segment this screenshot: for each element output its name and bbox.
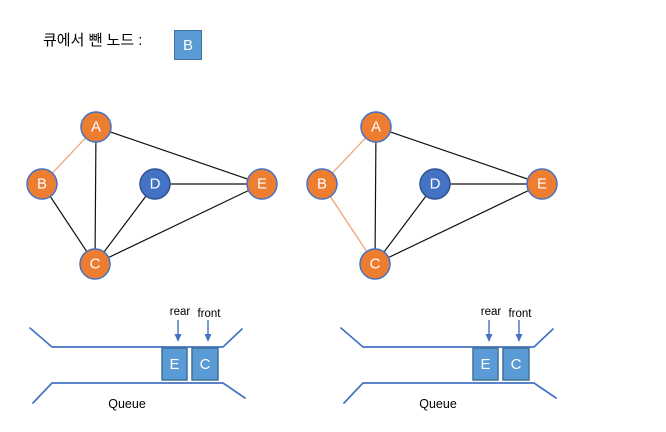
front-arrow-head-icon [515, 334, 523, 342]
graph-edge-A-E [375, 126, 543, 185]
graph-edge-A-C [374, 126, 377, 265]
graph-edge-C-E [374, 183, 543, 265]
graph-node-E [526, 168, 558, 200]
graph-node-A [80, 111, 112, 143]
queue-slot-front [502, 347, 530, 381]
rear-arrow-head-icon [485, 334, 493, 342]
front-label: front [508, 308, 532, 320]
rear-label: rear [170, 306, 191, 318]
graph-node-label-A: A [91, 119, 101, 136]
queue-slot-front [191, 347, 219, 381]
graph-edge-C-D [94, 183, 156, 265]
front-label: front [197, 308, 221, 320]
queue-item: E [480, 356, 490, 373]
queue-top-outline [29, 327, 243, 348]
queue-right: rear front E C Queue [340, 306, 557, 411]
page-title: 큐에서 뺀 노드 : [43, 32, 143, 49]
queue-item: E [169, 356, 179, 373]
graph-node-E [246, 168, 278, 200]
queue-caption: Queue [419, 397, 457, 411]
dequeued-node-label: B [182, 36, 193, 54]
graph-edge-C-E [94, 183, 263, 265]
queue-bottom-outline [32, 382, 246, 404]
graph-node-label-D: D [430, 176, 441, 193]
graph-node-label-B: B [37, 176, 47, 193]
graph-right: A B C D E [306, 111, 558, 280]
rear-arrow-head-icon [174, 334, 182, 342]
graph-edge-B-C [41, 183, 96, 265]
graph-left: A B C D E [26, 111, 278, 280]
front-arrow-head-icon [204, 334, 212, 342]
dequeued-node-box: B [174, 30, 202, 60]
queue-slot-rear [161, 347, 188, 381]
graph-node-label-B: B [317, 176, 327, 193]
graph-node-label-E: E [257, 176, 267, 193]
graph-node-A [360, 111, 392, 143]
graph-edge-C-D [374, 183, 436, 265]
graph-node-D [419, 168, 451, 200]
queue-bottom-outline [343, 382, 557, 404]
queue-left: rear front E C Queue [29, 306, 246, 411]
graph-node-label-E: E [537, 176, 547, 193]
queue-caption: Queue [108, 397, 146, 411]
graph-node-label-A: A [371, 119, 381, 136]
graph-node-label-C: C [90, 256, 101, 273]
queue-item: C [200, 356, 211, 373]
graph-node-C [359, 248, 391, 280]
graph-node-B [306, 168, 338, 200]
graph-edge-A-C [94, 126, 97, 265]
graph-node-label-D: D [150, 176, 161, 193]
queue-item: C [511, 356, 522, 373]
graph-node-D [139, 168, 171, 200]
graph-node-C [79, 248, 111, 280]
rear-label: rear [481, 306, 502, 318]
graph-node-B [26, 168, 58, 200]
graph-edge-B-C [321, 183, 376, 265]
graph-edge-A-E [95, 126, 263, 185]
queue-slot-rear [472, 347, 499, 381]
queue-top-outline [340, 327, 554, 348]
graph-node-label-C: C [370, 256, 381, 273]
